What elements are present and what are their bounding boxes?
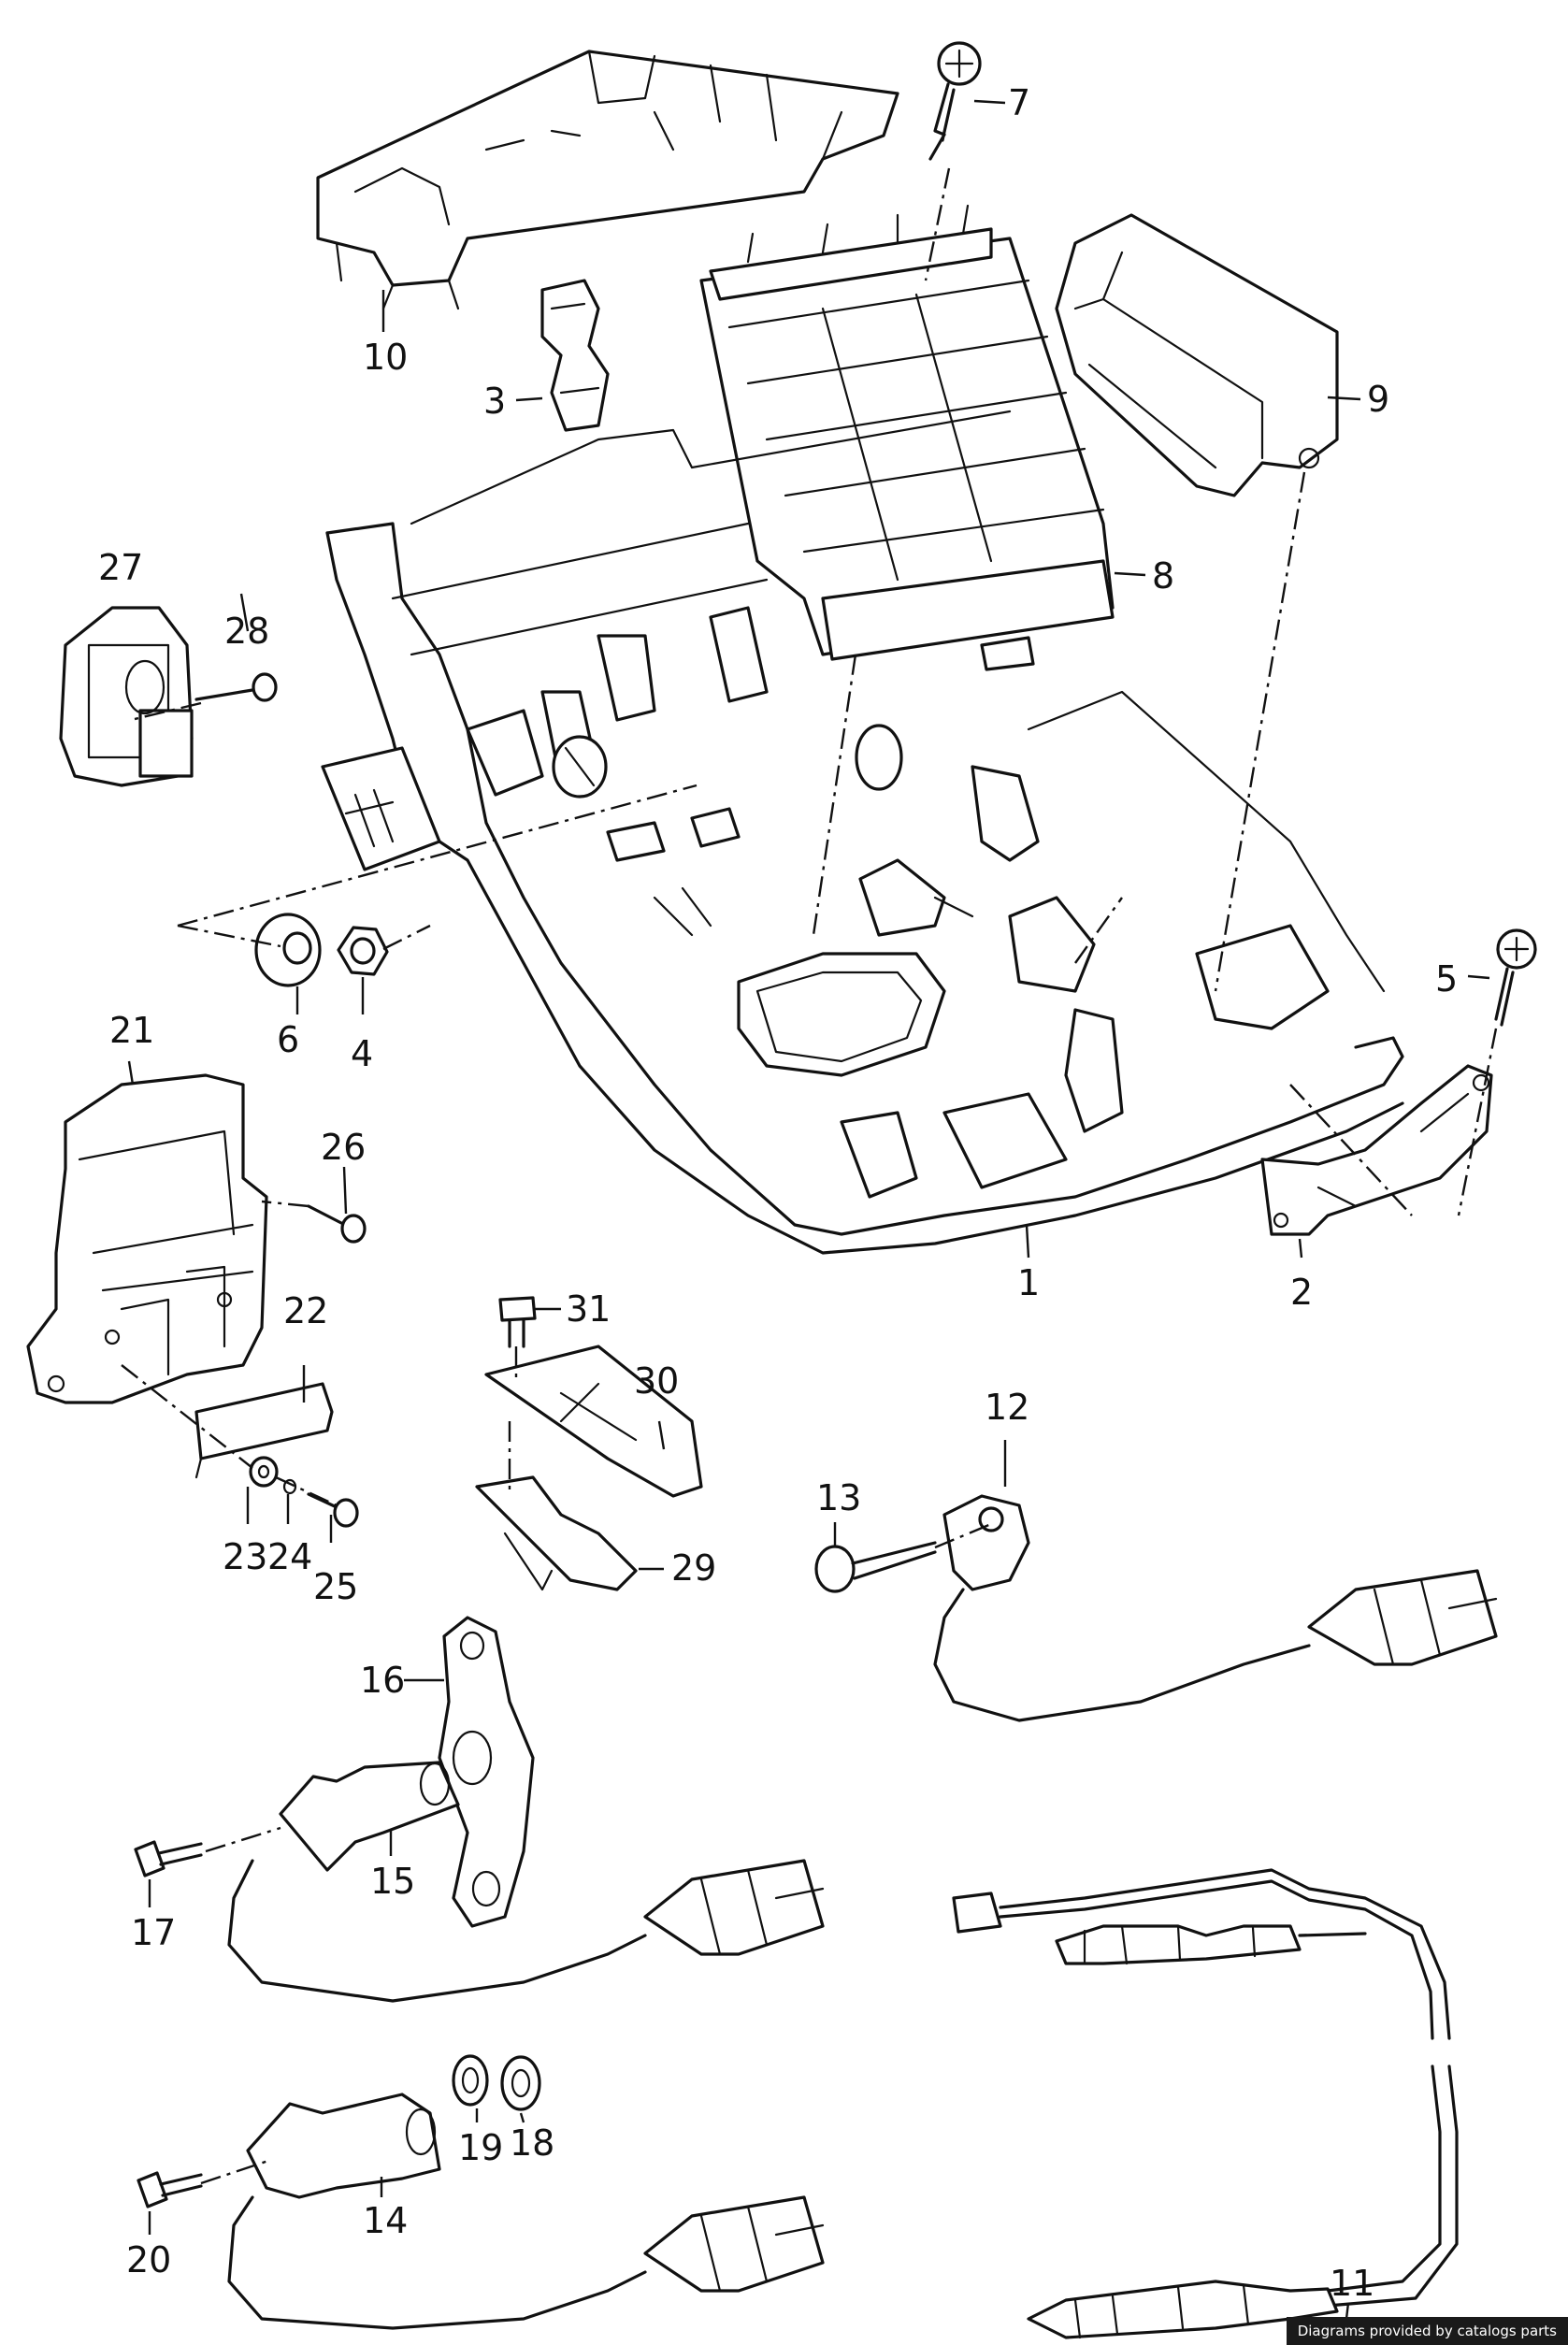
credit-badge: Diagrams provided by catalogs parts: [1286, 2317, 1568, 2345]
assembly-guide-lines: [121, 167, 1498, 2185]
callout-23: 23: [223, 1536, 267, 1577]
callout-5: 5: [1435, 958, 1458, 1000]
part-4-nut: [337, 926, 389, 976]
part-26-screw: [307, 1204, 367, 1244]
callout-8: 8: [1152, 555, 1174, 597]
callout-27: 27: [98, 547, 143, 588]
part-29-bracket: [475, 1475, 638, 1591]
part-20-bolt: [137, 2171, 203, 2208]
part-28-screw: [194, 672, 278, 702]
callout-26: 26: [321, 1127, 366, 1168]
part-6-grommet: [254, 913, 322, 987]
part-27-relay-box: [59, 606, 194, 787]
part-23-washer: [249, 1456, 279, 1488]
part-17-bolt: [134, 1840, 203, 1877]
callout-21: 21: [109, 1010, 154, 1051]
part-25-screw: [307, 1492, 359, 1528]
part-2-bracket: [1260, 1064, 1493, 1236]
part-11-oxygen-sensor: [952, 1868, 1459, 2339]
part-21-bracket: [26, 1073, 268, 1404]
part-12-knock-sensor: [933, 1494, 1498, 1722]
callout-25: 25: [313, 1566, 358, 1607]
part-15-sensor: [227, 1761, 825, 2003]
part-30-shield: [484, 1345, 703, 1498]
part-1-tray: [321, 410, 1404, 1255]
callout-1: 1: [1017, 1262, 1040, 1303]
part-9-module: [1055, 213, 1339, 497]
part-5-screw: [1494, 928, 1537, 1027]
callout-16: 16: [360, 1660, 405, 1701]
callout-18: 18: [510, 2122, 554, 2164]
callout-15: 15: [370, 1861, 415, 1902]
part-14-sensor: [227, 2093, 825, 2330]
callout-3: 3: [483, 381, 506, 422]
callout-30: 30: [634, 1360, 679, 1402]
part-24-lock-washer: [282, 1478, 297, 1495]
part-31-bolt: [498, 1296, 537, 1348]
part-10-relay-carrier: [316, 50, 899, 310]
callout-17: 17: [131, 1912, 176, 1953]
callout-9: 9: [1367, 379, 1389, 420]
callout-28: 28: [224, 611, 269, 652]
callout-24: 24: [267, 1536, 312, 1577]
callout-12: 12: [985, 1387, 1029, 1428]
part-19-washer: [452, 2054, 489, 2107]
part-22-plate: [194, 1382, 334, 1479]
callout-labels: 7 10 3 9 8 27 28 5 6 4 21 26 1 2 31 22 3…: [98, 82, 1458, 2304]
callout-7: 7: [1008, 82, 1030, 123]
callout-13: 13: [816, 1477, 861, 1518]
callout-10: 10: [363, 337, 408, 378]
callout-31: 31: [566, 1288, 611, 1330]
part-8-control-unit: [699, 204, 1115, 671]
callout-14: 14: [363, 2200, 408, 2241]
callout-22: 22: [283, 1290, 328, 1331]
callout-20: 20: [126, 2239, 171, 2280]
callout-4: 4: [351, 1033, 373, 1074]
part-18-washer: [500, 2055, 541, 2111]
callout-19: 19: [458, 2127, 503, 2168]
callout-2: 2: [1290, 1272, 1313, 1313]
callout-6: 6: [277, 1019, 299, 1060]
part-7-screw: [928, 41, 982, 161]
callout-11: 11: [1330, 2263, 1374, 2304]
part-13-bolt: [814, 1541, 937, 1593]
part-16-bracket: [438, 1616, 535, 1928]
leader-lines: [127, 99, 1490, 2320]
callout-29: 29: [671, 1547, 716, 1589]
part-3-clip: [540, 279, 610, 432]
